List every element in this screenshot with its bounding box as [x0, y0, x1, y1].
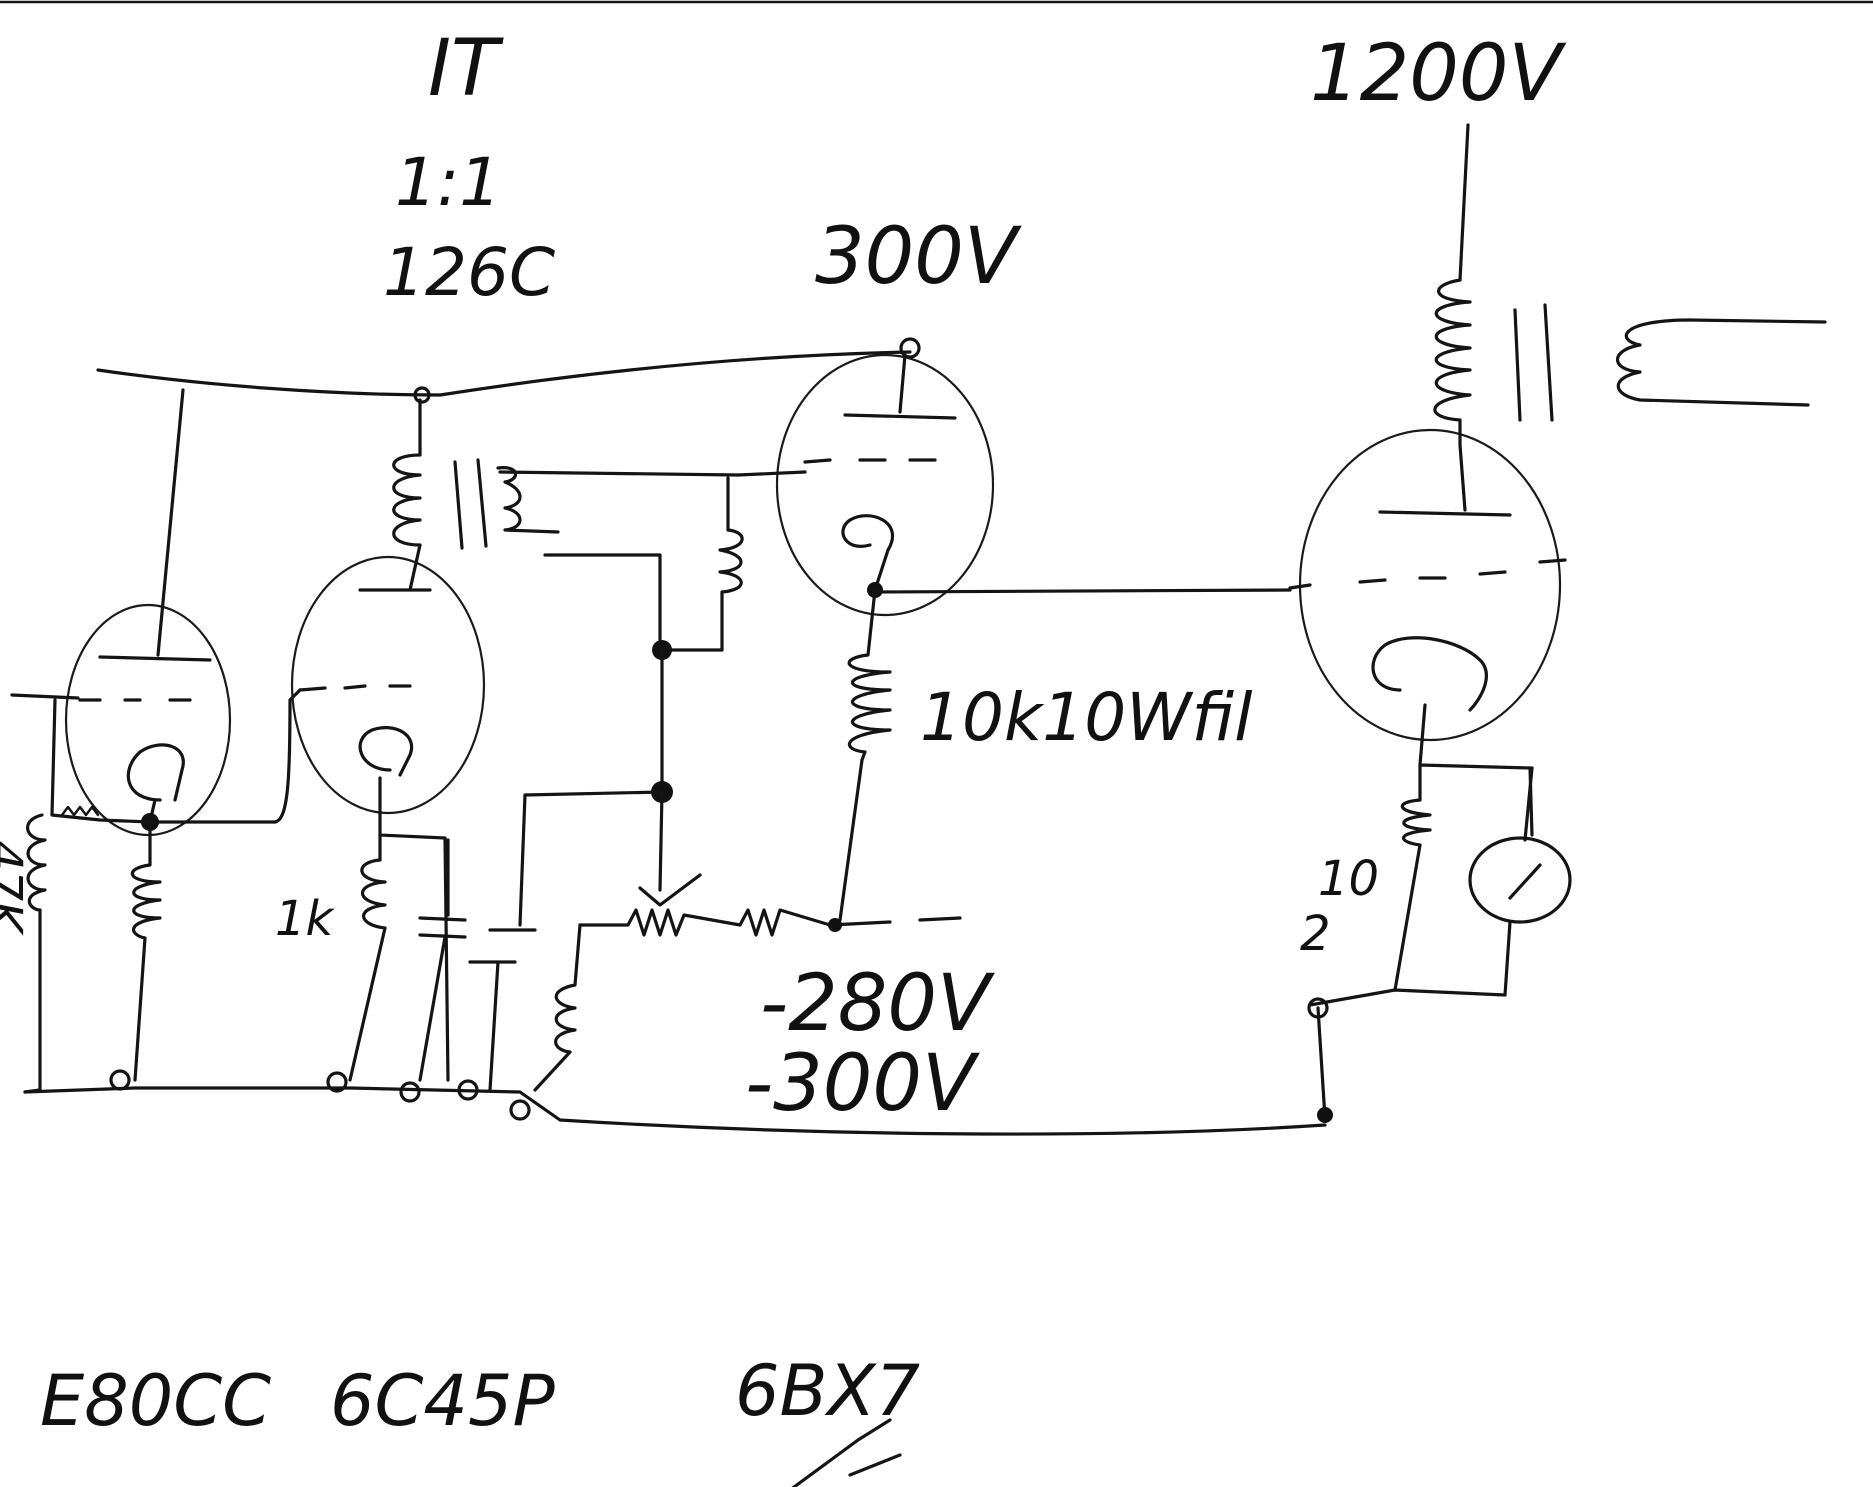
tube1-grid-input [10, 693, 80, 700]
resistor-47k [26, 813, 47, 1092]
label-interstage-transformer: IT [428, 24, 504, 114]
label-tube-6c45p: 6C45P [330, 1360, 555, 1442]
ground-node-3 [399, 1081, 421, 1103]
power-cathode-return [1308, 988, 1507, 1007]
resistor-1k [348, 833, 387, 1082]
junction-pot-output [828, 918, 842, 932]
ground-node-4 [457, 1079, 479, 1101]
it-primary-coil [392, 398, 422, 592]
resistor-10-ohm [1393, 763, 1432, 992]
tube1-grid-leak-wire [50, 698, 152, 824]
label-resistor-47k: 47K [0, 840, 32, 936]
tube2-grid [298, 684, 412, 692]
label-transformer-model: 126C [383, 234, 555, 311]
meter-needle [1508, 863, 1542, 900]
it-secondary-top-wire [498, 470, 740, 477]
label-bias-minus-300v: -300V [745, 1039, 980, 1129]
tube4-grid [1288, 558, 1567, 590]
tube1-plate [98, 655, 212, 662]
it-core-line-2 [476, 458, 488, 548]
ground-node-2 [326, 1071, 348, 1093]
label-resistor-10k-10w: 10k10Wfil [920, 679, 1253, 756]
tube3-grid [736, 458, 937, 477]
bias-to-cap-wire [518, 790, 664, 927]
label-resistor-10-sub: 2 [1300, 906, 1331, 962]
tube-power-envelope [1298, 428, 1562, 742]
label-resistor-1k: 1k [275, 891, 336, 947]
resistor-10k-10w [847, 588, 892, 762]
meter-lead [1523, 766, 1534, 842]
tube2-cathode [358, 726, 414, 777]
bias-pot-wiper [638, 873, 702, 907]
bypass-capacitor [418, 838, 467, 1082]
label-tube-e80cc: E80CC [40, 1360, 271, 1442]
tube1-grid-leak-squiggle [60, 805, 100, 817]
bias-potentiometer [578, 908, 962, 937]
tube3-cathode [841, 514, 895, 592]
ground-rail [23, 1086, 1327, 1136]
output-transformer-primary [1433, 278, 1472, 447]
tube1-to-tube2-coupling [148, 688, 302, 824]
b-plus-terminal [899, 337, 921, 359]
bias-wiper-wire [658, 790, 664, 892]
driver-to-power-grid-wire [873, 588, 1292, 594]
tube-e80cc-envelope [64, 603, 232, 837]
tube-6c45p-envelope [290, 555, 486, 815]
hv-lead [1458, 123, 1470, 282]
ground-node-6 [1317, 1107, 1333, 1123]
it-secondary-coil-2 [666, 476, 744, 652]
power-return-terminal [1307, 997, 1329, 1019]
tube1-plate-lead [156, 388, 185, 657]
ground-node-5 [509, 1099, 531, 1121]
label-bias-minus-280v: -280V [760, 959, 995, 1049]
tube1-cathode [126, 743, 185, 802]
resistor-47k-ground-lead [23, 1088, 42, 1094]
tube1-cathode-resistor [130, 820, 162, 1082]
tube3-plate-lead [898, 353, 907, 414]
it-core-line-1 [453, 460, 464, 550]
power-return-lead [1316, 1006, 1327, 1120]
tube2-cathode-lead [378, 776, 450, 1082]
it-secondary-bottom-wire [543, 553, 662, 652]
ground-node-1 [109, 1069, 131, 1091]
ot-core-line-1 [1513, 308, 1522, 422]
pot-lower-resistor [533, 923, 582, 1092]
ot-core-line-2 [1543, 303, 1554, 422]
tube3-plate [843, 413, 957, 420]
b-plus-rail [96, 350, 912, 397]
label-resistor-10: 10 [1318, 851, 1379, 907]
tube4-cathode [1371, 636, 1488, 712]
label-high-voltage-1200v: 1200V [1310, 29, 1567, 119]
tube4-plate-lead [1458, 443, 1467, 512]
tube4-plate [1378, 510, 1512, 517]
bias-capacitor [468, 928, 537, 1092]
current-meter [1468, 836, 1572, 924]
meter-return [1503, 920, 1512, 997]
label-b-plus-300v: 300V [815, 212, 1022, 302]
it-primary-junction [413, 386, 431, 404]
it-secondary-coil [496, 466, 560, 534]
cathode-load-to-bias [838, 758, 864, 922]
output-lead-top [1688, 318, 1827, 324]
tube4-cathode-lead [1418, 703, 1534, 837]
label-tube-6bx7: 6BX7 [735, 1350, 920, 1432]
output-transformer-secondary [1616, 318, 1810, 407]
tube-6bx7-envelope [775, 353, 995, 617]
pen-stroke-mark [791, 1418, 902, 1487]
label-transformer-ratio: 1:1 [395, 144, 501, 221]
